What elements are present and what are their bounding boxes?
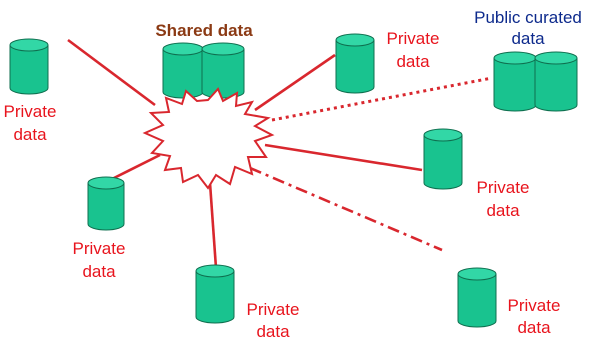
shared-hub-burst bbox=[142, 87, 275, 190]
public-cylinder-right bbox=[534, 51, 578, 112]
private-cylinder-left bbox=[87, 176, 125, 231]
private-label-left-2: data bbox=[82, 262, 116, 281]
shared-data-label: Shared data bbox=[155, 21, 253, 40]
private-cylinder-top-left bbox=[9, 38, 49, 95]
public-cylinder-left bbox=[493, 51, 537, 112]
private-label-right-2: data bbox=[486, 201, 520, 220]
private-label-top-right-1: Private bbox=[387, 29, 440, 48]
private-label-left-1: Private bbox=[73, 239, 126, 258]
link-dash-dot bbox=[249, 166, 443, 252]
public-curated-label-line2: data bbox=[511, 29, 545, 48]
private-label-bottom-1: Private bbox=[247, 300, 300, 319]
link-top-right bbox=[254, 53, 336, 112]
link-left bbox=[109, 153, 161, 182]
link-public-dotted bbox=[271, 76, 493, 122]
link-bottom bbox=[208, 182, 218, 269]
shared-data-cylinders bbox=[162, 42, 245, 99]
link-right bbox=[264, 143, 423, 172]
private-cylinder-bottom bbox=[195, 264, 235, 324]
link-top-left bbox=[67, 38, 156, 107]
private-cylinder-top-right bbox=[335, 33, 375, 94]
private-label-bottom-right-1: Private bbox=[508, 296, 561, 315]
public-curated-label-line1: Public curated bbox=[474, 8, 582, 27]
private-label-bottom-right-2: data bbox=[517, 318, 551, 337]
shared-cylinder-left bbox=[162, 42, 204, 99]
links bbox=[67, 38, 493, 269]
shared-cylinder-right bbox=[201, 42, 245, 99]
private-cylinder-bottom-right bbox=[457, 267, 497, 328]
public-curated-cylinders bbox=[493, 51, 578, 112]
private-cylinder-right bbox=[423, 128, 463, 190]
private-label-top-left-1: Private bbox=[4, 102, 57, 121]
private-label-top-right-2: data bbox=[396, 52, 430, 71]
private-label-right-1: Private bbox=[477, 178, 530, 197]
private-label-top-left-2: data bbox=[13, 125, 47, 144]
private-label-bottom-2: data bbox=[256, 322, 290, 341]
